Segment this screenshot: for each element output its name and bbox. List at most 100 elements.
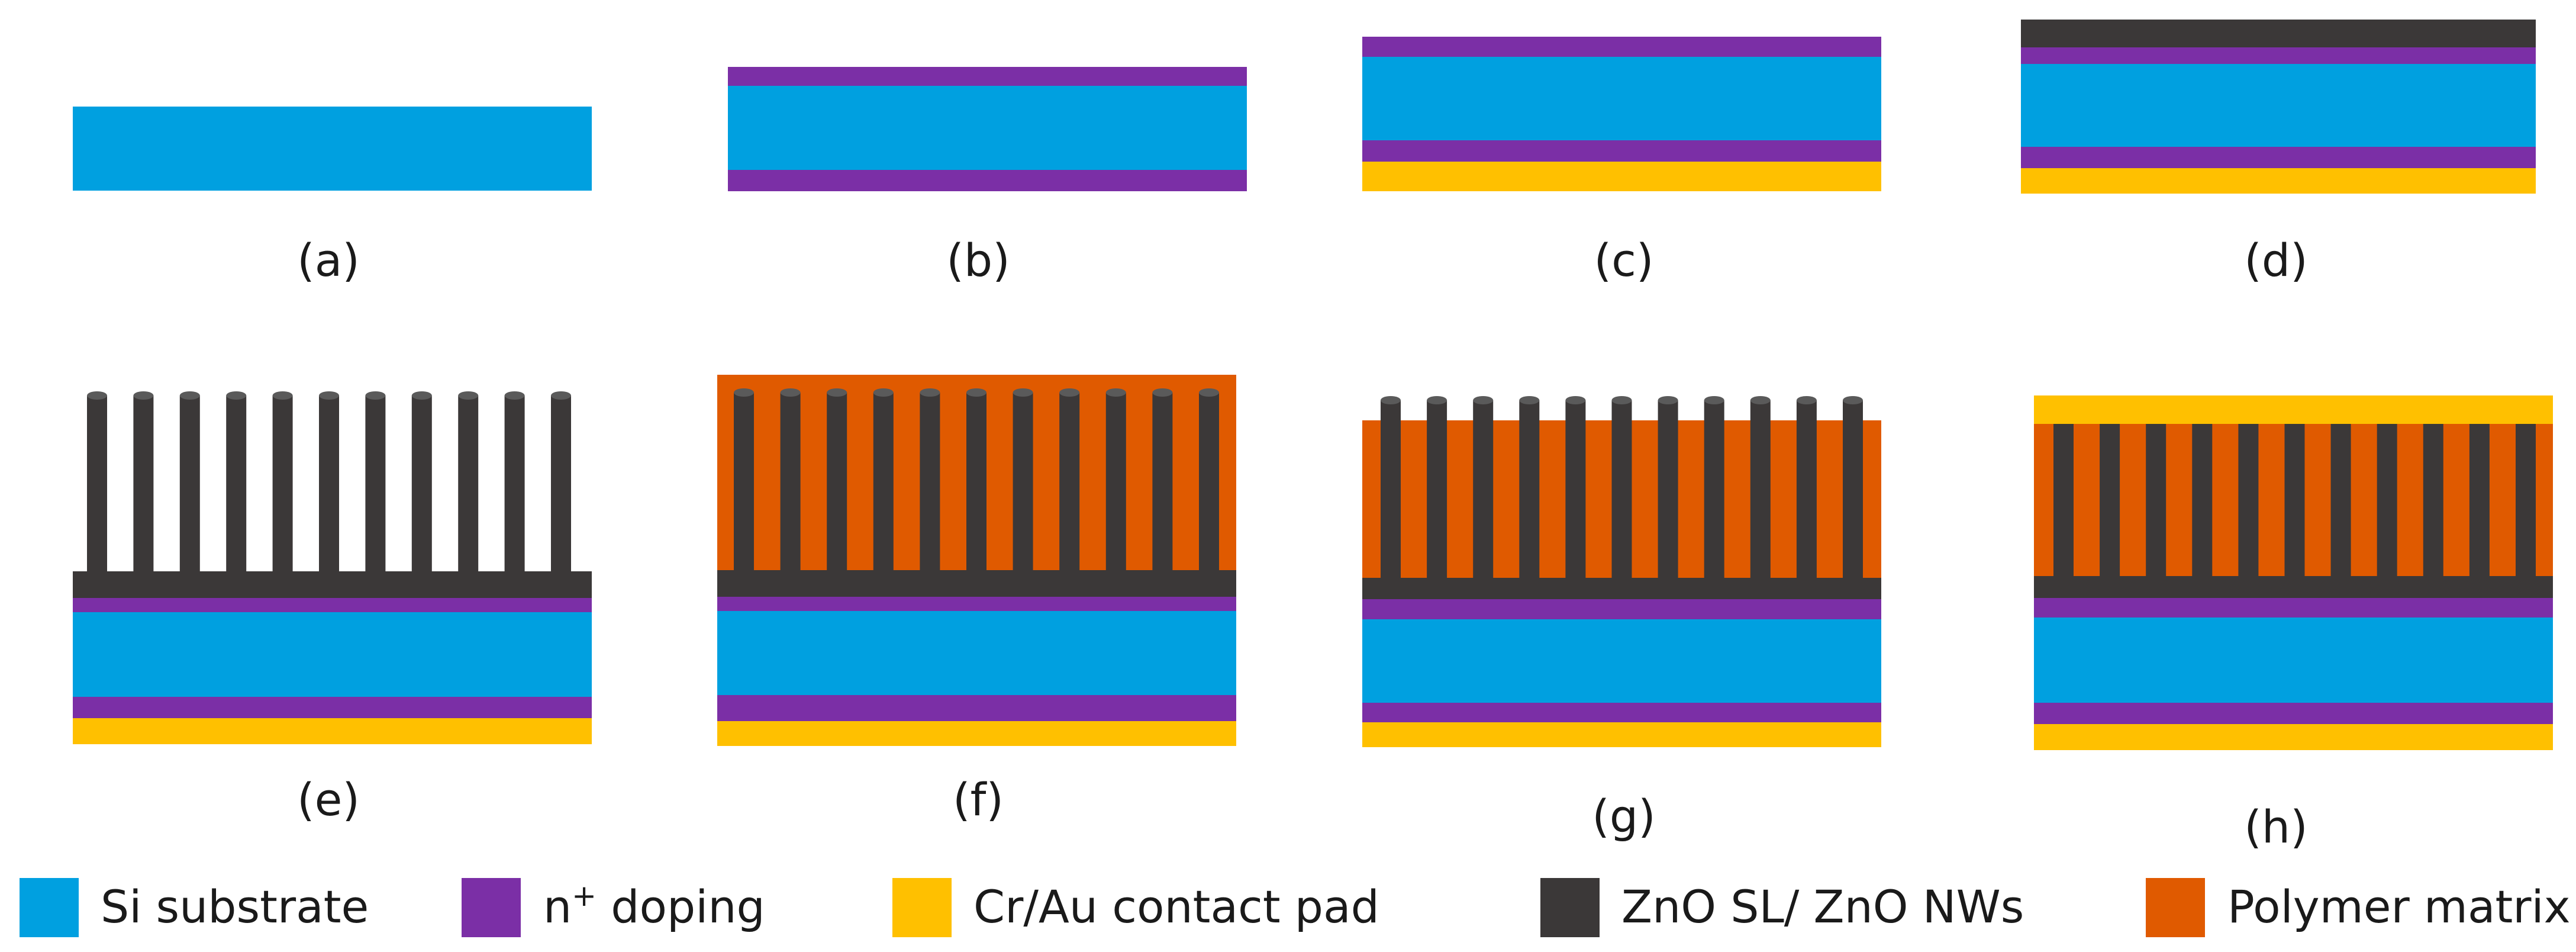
legend-label-polymer: Polymer matrix <box>2227 880 2571 933</box>
nanowire-cap-e <box>319 391 339 400</box>
layer-structures <box>73 20 2553 750</box>
zno-seed-layer-e <box>73 571 592 598</box>
nanowire-e <box>87 395 107 571</box>
n-doping-top-g <box>1362 599 1881 619</box>
nanowire-cap-g <box>1704 396 1724 404</box>
nanowire-e <box>179 395 200 571</box>
nanowire-h <box>2192 424 2213 576</box>
si-substrate-g <box>1362 619 1881 703</box>
nanowire-cap-f <box>1105 388 1126 397</box>
nanowire-h <box>2053 424 2074 576</box>
n-doping-top-b <box>728 67 1247 86</box>
nanowire-g <box>1427 400 1447 578</box>
nanowire-g <box>1565 400 1586 578</box>
nanowire-f <box>1199 393 1219 570</box>
n-doping-top-e <box>73 598 592 612</box>
nanowire-f <box>1059 393 1080 570</box>
nanowire-cap-f <box>1013 388 1033 397</box>
n-doping-bottom-b <box>728 170 1247 191</box>
nanowire-cap-f <box>1199 388 1219 397</box>
nanowire-cap-e <box>87 391 107 400</box>
legend-swatch-zno <box>1540 878 1600 937</box>
nanowire-cap-e <box>365 391 386 400</box>
nanowire-g <box>1473 400 1494 578</box>
nanowire-g <box>1843 400 1863 578</box>
nanowire-cap-g <box>1565 396 1586 404</box>
nanowire-g <box>1750 400 1771 578</box>
nanowire-h <box>2238 424 2259 576</box>
nanowire-e <box>504 395 525 571</box>
n-doping-bottom-c <box>1362 140 1881 162</box>
nanowire-f <box>966 393 986 570</box>
si-substrate-h <box>2034 617 2553 703</box>
nanowire-cap-f <box>1059 388 1080 397</box>
contact-pad-f <box>717 721 1236 746</box>
nanowire-e <box>272 395 293 571</box>
nanowire-cap-g <box>1796 396 1817 404</box>
contact-pad-e <box>73 718 592 744</box>
nanowire-g <box>1704 400 1724 578</box>
panel-label-c: (c) <box>1594 234 1653 287</box>
nanowire-e <box>365 395 386 571</box>
nanowire-cap-e <box>551 391 571 400</box>
panel-label-h: (h) <box>2244 800 2307 853</box>
si-substrate-b <box>728 86 1247 170</box>
nanowire-cap-e <box>133 391 154 400</box>
panel-label-g: (g) <box>1592 790 1656 842</box>
contact-pad-h <box>2034 724 2553 750</box>
n-doping-bottom-g <box>1362 703 1881 722</box>
legend-swatch-si-substrate <box>20 878 79 937</box>
contact-pad-g <box>1362 722 1881 747</box>
nanowire-e <box>551 395 571 571</box>
legend-label-n-doping-superscript: + <box>572 879 597 913</box>
nanowire-h <box>2330 424 2351 576</box>
panel-label-f: (f) <box>953 773 1004 826</box>
nanowire-g <box>1611 400 1632 578</box>
nanowire-cap-f <box>780 388 801 397</box>
nanowire-cap-f <box>827 388 847 397</box>
legend-label-contact-pad: Cr/Au contact pad <box>973 880 1379 933</box>
legend-label-zno: ZnO SL/ ZnO NWs <box>1621 880 2024 933</box>
legend: Si substrate n+ doping Cr/Au contact pad… <box>20 878 2571 937</box>
nanowire-cap-e <box>504 391 525 400</box>
zno-seed-layer-h <box>2034 576 2553 598</box>
si-substrate-f <box>717 611 1236 695</box>
nanowire-g <box>1658 400 1678 578</box>
nanowire-f <box>1152 393 1173 570</box>
nanowire-f <box>920 393 940 570</box>
zno-seed-layer-g <box>1362 578 1881 599</box>
n-doping-top-d <box>2021 47 2536 64</box>
nanowire-h <box>2516 424 2536 576</box>
nanowire-e <box>411 395 432 571</box>
n-doping-bottom-e <box>73 697 592 718</box>
nanowire-e <box>458 395 479 571</box>
nanowire-h <box>2423 424 2443 576</box>
nanowire-h <box>2377 424 2397 576</box>
panel-label-b: (b) <box>946 234 1010 287</box>
n-doping-bottom-d <box>2021 147 2536 168</box>
nanowire-f <box>1013 393 1033 570</box>
nanowire-cap-g <box>1658 396 1678 404</box>
legend-swatch-n-doping <box>462 878 521 937</box>
n-doping-bottom-f <box>717 695 1236 721</box>
nanowire-cap-g <box>1427 396 1447 404</box>
nanowire-cap-g <box>1519 396 1540 404</box>
panel-label-e: (e) <box>297 773 360 826</box>
contact-pad-d <box>2021 168 2536 194</box>
legend-label-n-doping: n+ doping <box>543 879 765 933</box>
nanowire-cap-f <box>966 388 986 397</box>
si-substrate-d <box>2021 64 2536 147</box>
nanowire-cap-f <box>873 388 894 397</box>
nanowire-g <box>1796 400 1817 578</box>
nanowire-h <box>2146 424 2166 576</box>
legend-swatch-polymer <box>2146 878 2205 937</box>
si-substrate-c <box>1362 57 1881 140</box>
panel-label-d: (d) <box>2244 234 2308 287</box>
n-doping-top-f <box>717 597 1236 611</box>
nanowire-cap-e <box>179 391 200 400</box>
nanowire-cap-g <box>1843 396 1863 404</box>
nanowire-h <box>2100 424 2120 576</box>
si-substrate-e <box>73 612 592 697</box>
contact-pad-top-h <box>2034 395 2553 424</box>
